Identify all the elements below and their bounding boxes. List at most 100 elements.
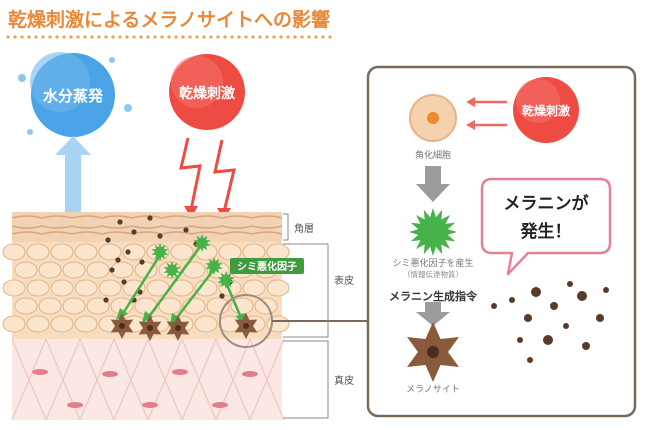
layer-label-epidermis: 表皮 (334, 274, 354, 287)
epidermis-cell (2, 279, 26, 297)
title-dot (293, 35, 297, 39)
epidermis-cell (86, 261, 110, 279)
melanin-particle (491, 303, 497, 309)
title-dot (244, 35, 248, 39)
stain-factor-particle (151, 243, 169, 261)
title-dot (83, 35, 87, 39)
title-dot (209, 35, 213, 39)
title-dot (97, 35, 101, 39)
dermis-cell (172, 369, 188, 375)
epidermis-cell (38, 261, 62, 279)
stain-factor-particle (205, 257, 223, 275)
melanin-particle (109, 267, 115, 273)
melanin-particle (121, 279, 127, 285)
title-dot (321, 35, 325, 39)
dermis-cell (212, 402, 228, 408)
epidermis-cell (2, 315, 26, 333)
dermis-fiber (266, 338, 285, 421)
title-dot (286, 35, 290, 39)
epidermis-cell (158, 297, 182, 315)
title-dot (181, 35, 185, 39)
title-dot (265, 35, 269, 39)
melanin-particle (603, 287, 609, 293)
title-dot (146, 35, 150, 39)
title-dot (111, 35, 115, 39)
epidermis-cell (14, 297, 38, 315)
dermis-cell (142, 402, 158, 408)
speech-bubble: メラニンが 発生！ (480, 177, 612, 276)
epidermis-cell (266, 279, 290, 297)
title-dot (62, 35, 66, 39)
title-dot (55, 35, 59, 39)
title-dot (139, 35, 143, 39)
title-dot (188, 35, 192, 39)
melanin-particle (582, 342, 590, 350)
dryness-arrowheads (466, 97, 475, 130)
dryness-badge-left: 乾燥刺激 (169, 54, 245, 130)
melanin-particle (531, 287, 541, 297)
epidermis-cell (50, 243, 74, 261)
melanin-particles (491, 281, 609, 363)
stain-factor-particles (151, 234, 235, 289)
title-dot (132, 35, 136, 39)
melanin-particle (183, 227, 189, 233)
title-dot (230, 35, 234, 39)
title-dot (258, 35, 262, 39)
page-title: 乾燥刺激によるメラノサイトへの影響 (8, 8, 330, 31)
dermis-fiber (232, 338, 251, 421)
epidermis-cell (242, 243, 266, 261)
title-dot (300, 35, 304, 39)
factor-note-label: （情報伝達物質） (403, 269, 463, 279)
flow-arrow-2 (416, 302, 450, 326)
epidermis-cell (98, 243, 122, 261)
title-dot (251, 35, 255, 39)
melanin-particle (577, 291, 587, 301)
title-dot (153, 35, 157, 39)
title-dot (6, 35, 10, 39)
melanin-particle (157, 233, 163, 239)
melanocyte-nucleus (119, 323, 125, 329)
melanin-particle (524, 314, 532, 322)
title-dot (223, 35, 227, 39)
dermis-fiber (198, 338, 217, 421)
title-dot (174, 35, 178, 39)
stain-factor-star (409, 208, 457, 256)
title-dot (279, 35, 283, 39)
title-dot (118, 35, 122, 39)
title-dot (272, 35, 276, 39)
dermis-fiber (164, 338, 183, 421)
dermis-fiber (96, 338, 115, 421)
lightning-icon (179, 137, 236, 213)
dermis-fiber (28, 338, 47, 421)
epidermis-cell (26, 243, 50, 261)
dryness-badge-right: 乾燥刺激 (513, 77, 579, 143)
melanin-particle (131, 229, 137, 235)
title-dot (125, 35, 129, 39)
bubble-line1: メラニンが (504, 193, 589, 214)
melanin-particle (543, 335, 553, 345)
title-dot (20, 35, 24, 39)
epidermis-cell (242, 279, 266, 297)
stain-factor-icon (409, 208, 457, 256)
factor-tag-label: シミ悪化因子 (237, 260, 297, 273)
epidermis-cell (14, 261, 38, 279)
title-dot (27, 35, 31, 39)
melanin-particle (147, 215, 153, 221)
epidermis-cell (122, 243, 146, 261)
melanocyte-label: メラノサイト (406, 384, 460, 395)
title-dot (237, 35, 241, 39)
layer-label-horny: 角層 (294, 223, 314, 235)
horny-layer-line (11, 215, 283, 219)
title-dot (202, 35, 206, 39)
title-dot (195, 35, 199, 39)
melanin-particle (125, 249, 131, 255)
skin-melanocytes (110, 313, 258, 341)
epidermis-cell (50, 315, 74, 333)
epidermis-cell (254, 297, 278, 315)
epidermis-cell (86, 297, 110, 315)
melanin-particle (115, 257, 121, 263)
epidermis-cell (218, 243, 242, 261)
epidermis-cell (170, 243, 194, 261)
